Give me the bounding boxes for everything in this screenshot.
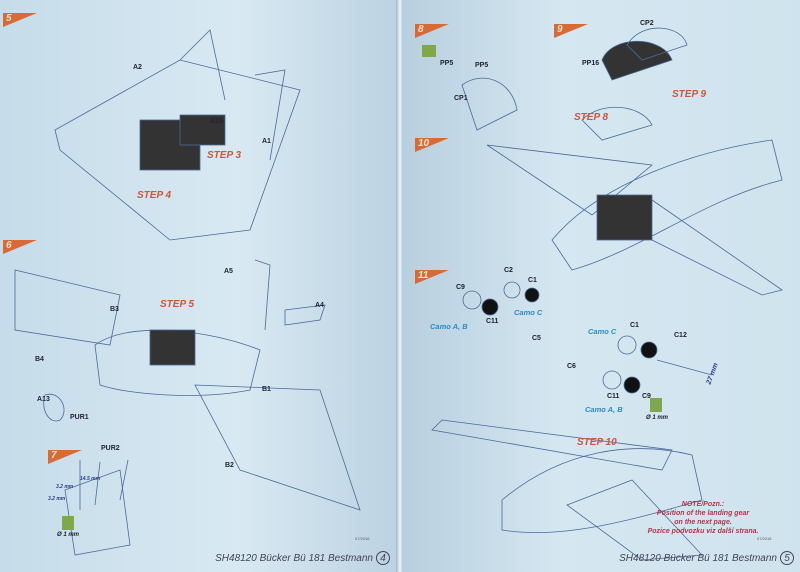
instruction-page-4: 5 6 7 A2 A15 A1 STEP 3 STEP 4 A5 B3 STEP… (0, 0, 398, 572)
part-label: A4 (315, 302, 324, 309)
camo-label: Camo C (588, 327, 617, 336)
part-label: B3 (110, 306, 119, 313)
drill-icon (650, 398, 662, 412)
dimension: 14.5 mm (80, 476, 101, 482)
part-label: PP5 (440, 60, 454, 67)
part-label: A1 (262, 138, 271, 145)
assembly-drawings-right (431, 27, 783, 561)
book-spine (396, 0, 404, 572)
part-label: PP5 (475, 62, 489, 69)
part-label: CP2 (640, 20, 654, 27)
note-line: Pozice podvozku viz další strana. (647, 528, 759, 535)
part-label: A5 (224, 268, 233, 275)
part-label: C1 (528, 277, 537, 284)
camo-label: Camo A, B (585, 405, 623, 414)
part-label: C12 (674, 332, 687, 339)
part-label: C5 (532, 335, 541, 342)
part-label: C1 (630, 322, 639, 329)
camo-label: Camo C (514, 308, 543, 317)
photo-etch-icon (422, 45, 436, 57)
part-label: B4 (35, 356, 44, 363)
dimension: 3.2 mm (48, 496, 66, 502)
note-title: NOTE/Pozn.: (681, 501, 725, 508)
dimension: 3.2 mm (56, 484, 74, 490)
part-label: A2 (133, 64, 142, 71)
part-label: C9 (642, 393, 651, 400)
step-label: STEP 4 (137, 190, 172, 201)
part-label: PUR1 (70, 414, 89, 421)
step-label: STEP 8 (574, 112, 609, 123)
page-number: 5 (780, 551, 794, 565)
landing-gear-note: NOTE/Pozn.: Position of the landing gear… (618, 500, 788, 536)
part-label: A13 (37, 396, 50, 403)
assembly-drawings-left (14, 29, 361, 556)
part-label: C9 (456, 284, 465, 291)
part-label: A15 (210, 118, 223, 125)
camo-label: Camo A, B (430, 322, 468, 331)
page-number: 4 (376, 551, 390, 565)
part-label: B2 (225, 462, 234, 469)
note-line: Position of the landing gear (656, 510, 750, 517)
step-label: STEP 9 (672, 89, 707, 100)
part-label: PUR2 (101, 445, 120, 452)
part-label: B1 (262, 386, 271, 393)
drill-size: Ø 1 mm (646, 415, 669, 421)
footer-title: SH48120 Bücker Bü 181 Bestmann (215, 553, 373, 564)
print-date: 07/2016 (355, 536, 370, 541)
footer-title: SH48120 Bücker Bü 181 Bestmann (619, 553, 777, 564)
drill-size: Ø 1 mm (57, 532, 80, 538)
part-label: C2 (504, 267, 513, 274)
part-label: C6 (567, 363, 576, 370)
part-label: C11 (607, 393, 620, 400)
step-label: STEP 10 (577, 437, 617, 448)
instruction-page-5: 8 9 10 11 PP5 PP5 CP1 PP16 CP2 STEP 9 ST… (402, 0, 800, 572)
step-label: STEP 3 (207, 150, 242, 161)
print-date: 07/2016 (757, 536, 772, 541)
part-label: PP16 (582, 60, 600, 67)
part-label: C11 (486, 318, 499, 325)
step-label: STEP 5 (160, 299, 195, 310)
drill-icon (62, 516, 74, 530)
note-line: on the next page. (674, 519, 732, 526)
part-label: CP1 (454, 95, 468, 102)
